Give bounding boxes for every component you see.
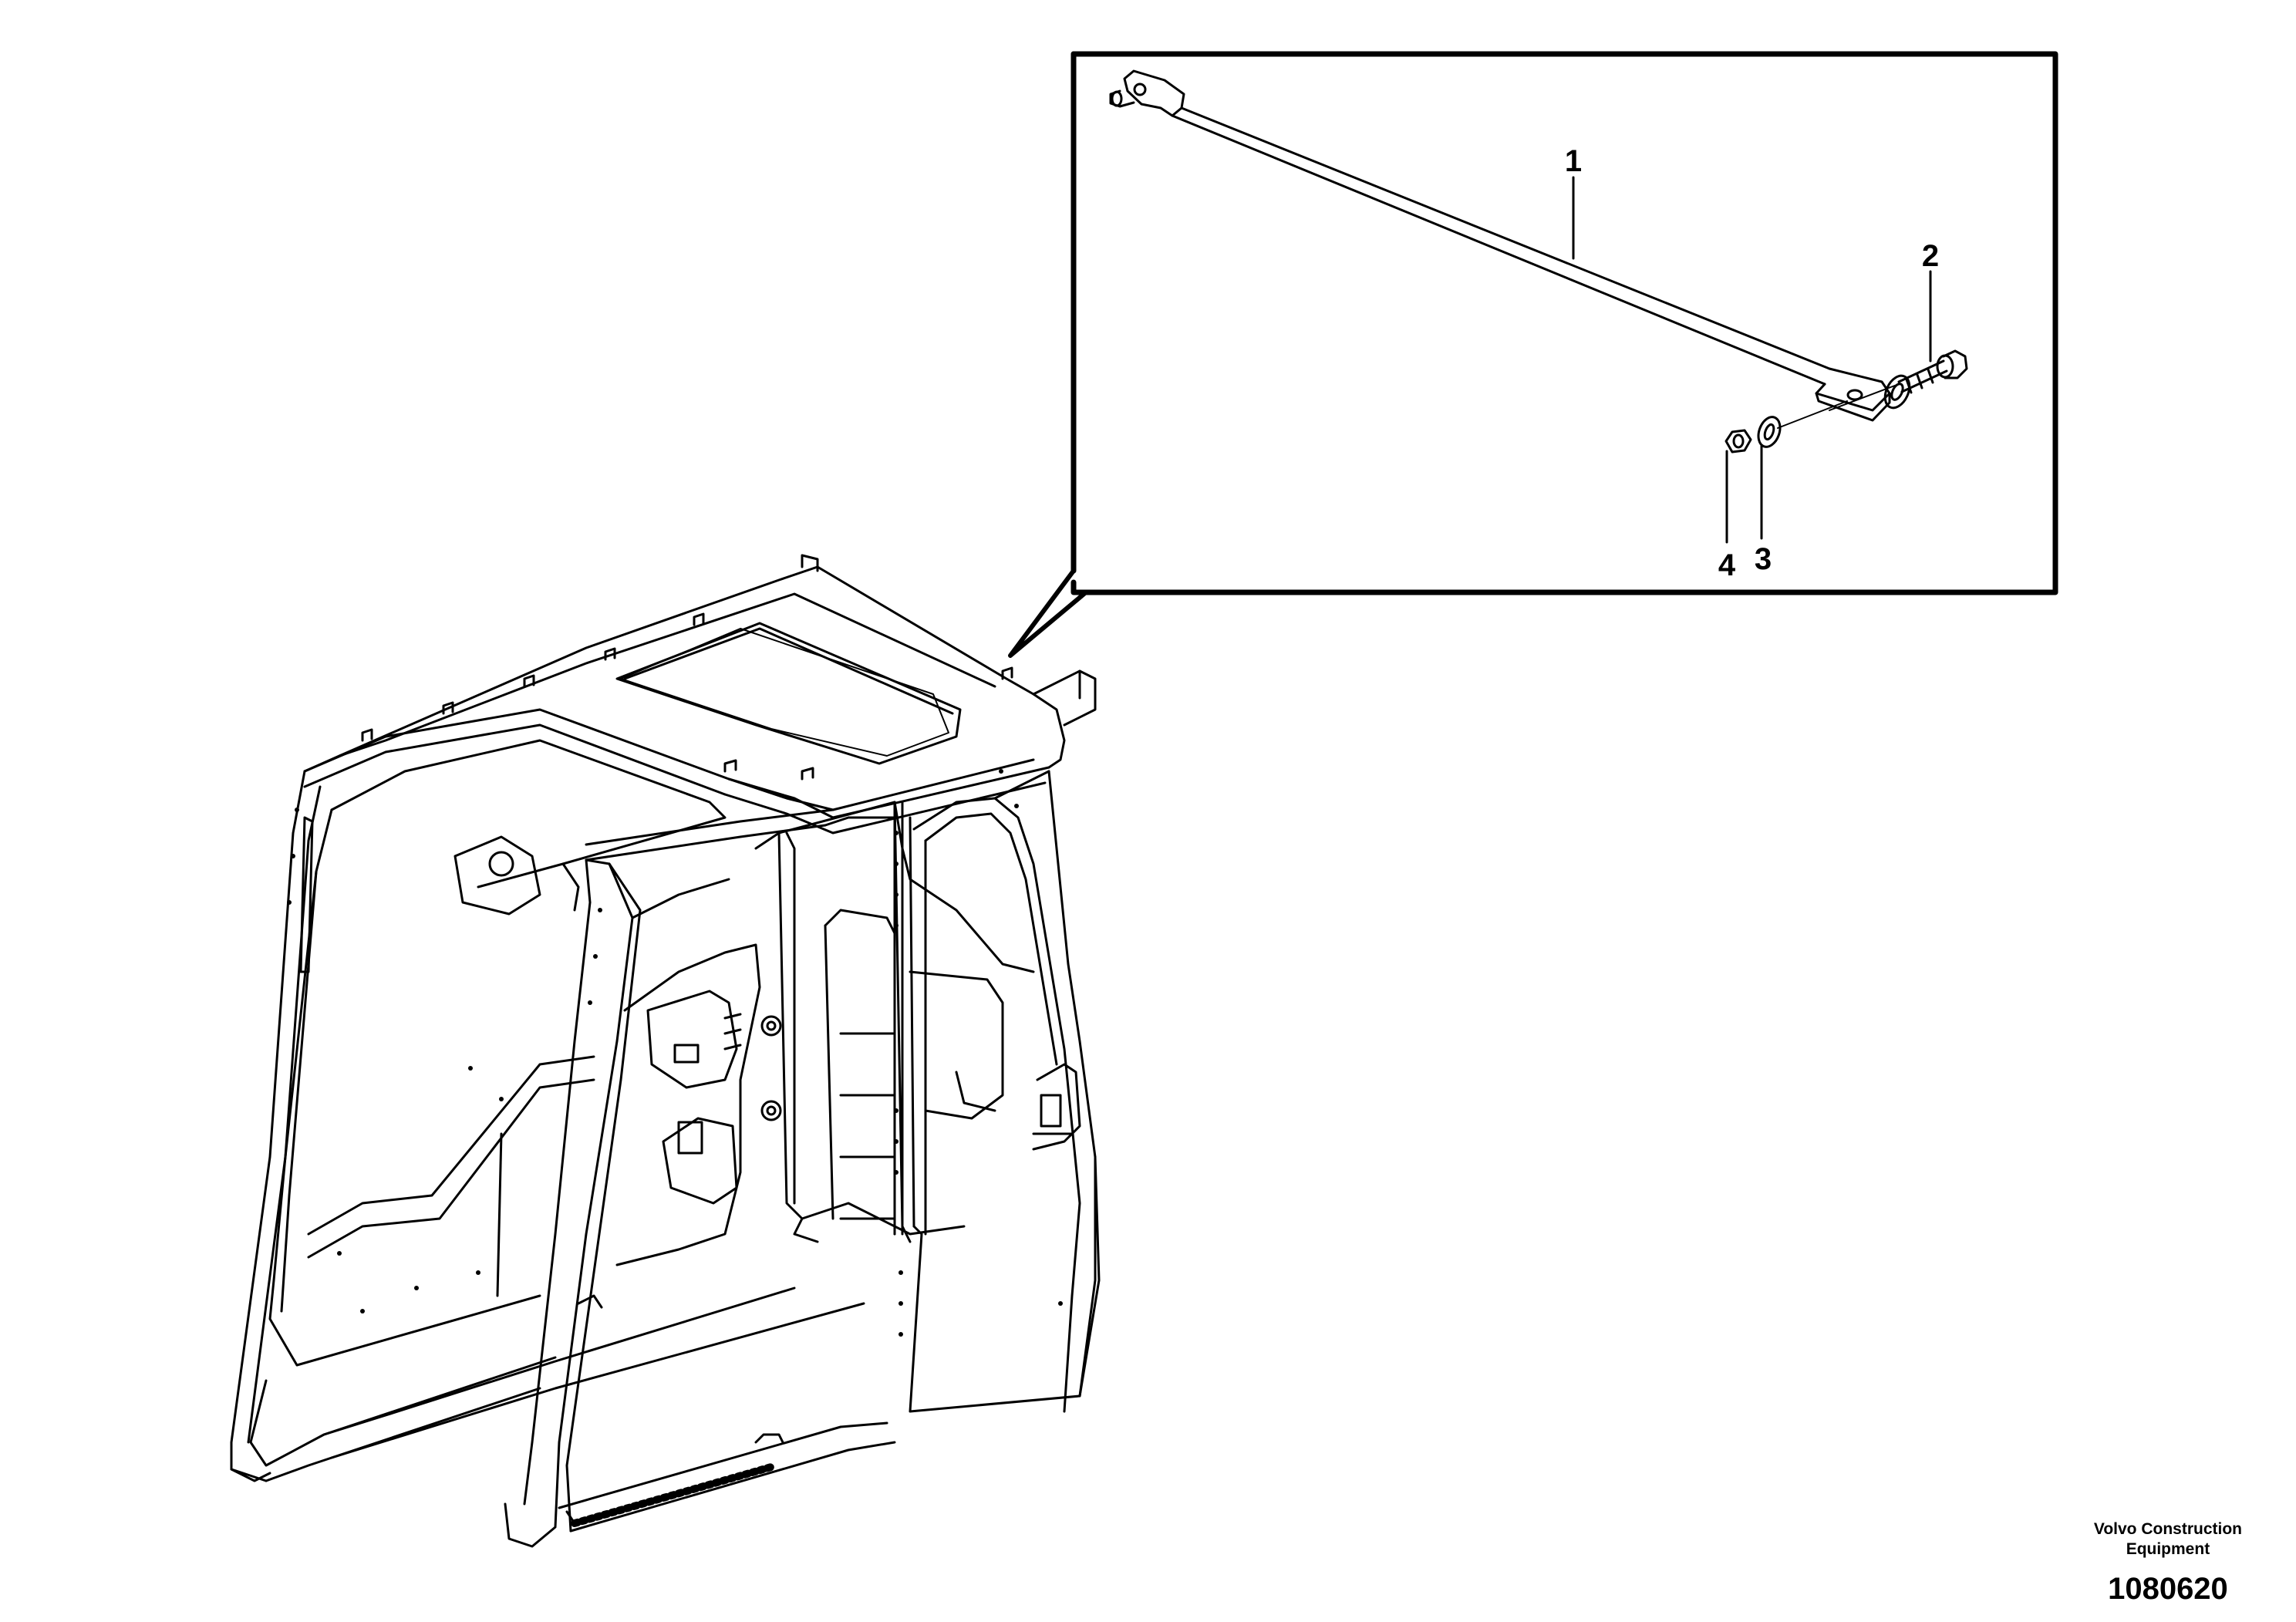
callout-number-2: 2 bbox=[1922, 239, 1939, 273]
detail-callout-box bbox=[1008, 51, 2058, 658]
leader-lines bbox=[1572, 176, 1932, 544]
washer-part bbox=[1757, 416, 1782, 448]
operator-cab-frame bbox=[230, 554, 1101, 1548]
assembly-axis-line bbox=[1829, 383, 1900, 411]
publisher-block: Volvo Construction Equipment 1080620 bbox=[2094, 1519, 2242, 1607]
drawing-number: 1080620 bbox=[2108, 1572, 2228, 1606]
callout-number-4: 4 bbox=[1718, 548, 1736, 582]
nut-part bbox=[1725, 429, 1752, 454]
assembly-axis-line-lower bbox=[1777, 400, 1848, 429]
washer-upper bbox=[1883, 374, 1911, 410]
callout-number-1: 1 bbox=[1565, 144, 1582, 178]
tie-rod-part bbox=[1109, 69, 1891, 422]
frame-bolt-holes bbox=[287, 769, 1063, 1337]
callout-number-3: 3 bbox=[1755, 542, 1772, 576]
company-name-line1: Volvo Construction bbox=[2093, 1520, 2242, 1538]
company-name-line2: Equipment bbox=[2126, 1540, 2210, 1558]
